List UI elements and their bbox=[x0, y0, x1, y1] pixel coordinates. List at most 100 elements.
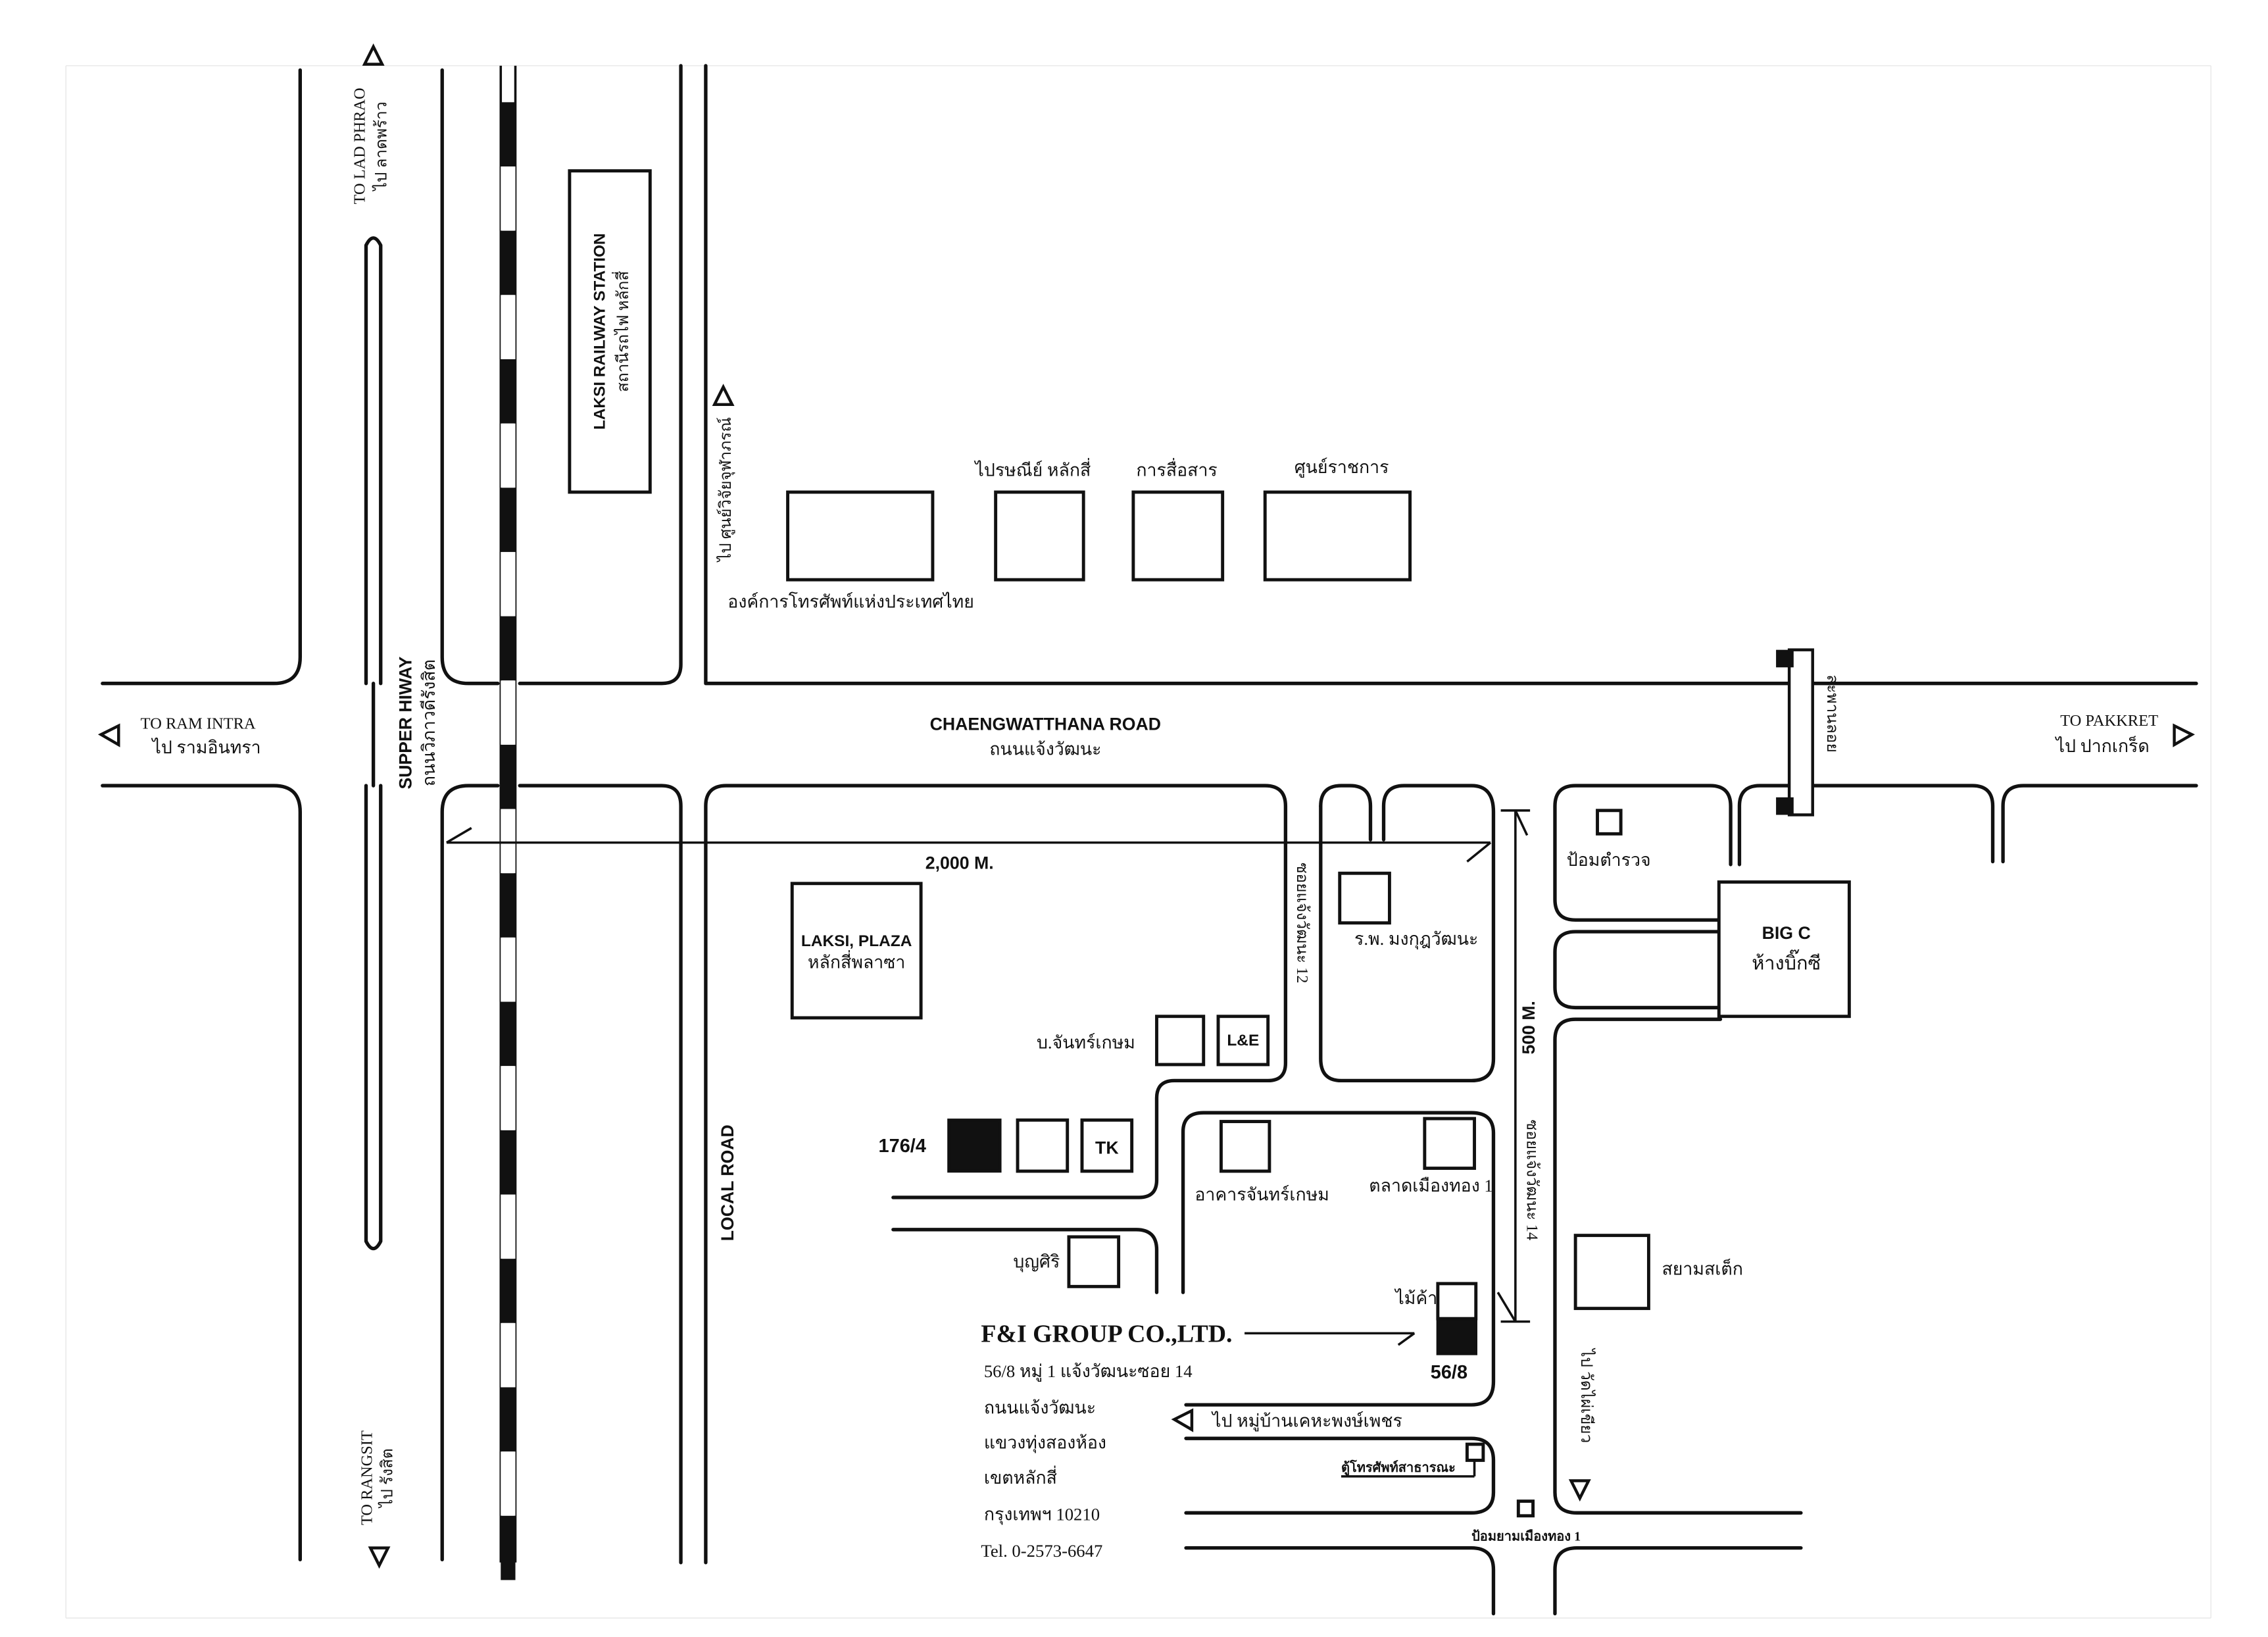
local-road bbox=[518, 64, 2198, 1616]
distance-horizontal-label: 2,000 M. bbox=[925, 853, 994, 873]
chankasem-co-building bbox=[1155, 1015, 1206, 1067]
railway-station-label-en: LAKSI RAILWAY STATION bbox=[591, 233, 608, 430]
company-info: F&I GROUP CO.,LTD. 56/8 หมู่ 1 แจ้งวัฒนะ… bbox=[981, 1321, 1232, 1561]
main-road-label-en: CHAENGWATTHANA ROAD bbox=[930, 715, 1161, 734]
local-road-label: LOCAL ROAD bbox=[718, 1124, 737, 1241]
communications-label: การสื่อสาร bbox=[1136, 458, 1217, 480]
rail-segment bbox=[501, 873, 516, 938]
wat-phai-khiao-label: ไป วัดไผ่เขียว bbox=[1577, 1347, 1596, 1443]
arrow-up-lad-phrao-icon bbox=[362, 43, 385, 66]
big-c-label-en: BIG C bbox=[1762, 923, 1811, 943]
rail-segment bbox=[501, 551, 516, 617]
chankasem-bldg bbox=[1219, 1120, 1271, 1173]
company-address-line3: แขวงทุ่งสองห้อง bbox=[984, 1433, 1106, 1453]
rail-segment bbox=[501, 1001, 516, 1067]
rail-segment bbox=[501, 1451, 516, 1516]
rail-segment bbox=[501, 1515, 516, 1580]
addr-176-4-building bbox=[947, 1119, 1002, 1173]
arrow-right-pakkret-icon bbox=[2173, 723, 2195, 747]
arrow-left-ram-intra-icon bbox=[97, 723, 120, 747]
police-box-label: ป้อมตำรวจ bbox=[1567, 850, 1651, 870]
ram-intra-label-th: ไป รามอินทรา bbox=[151, 738, 260, 757]
public-phone-label: ตู้โทรศัพท์สาธารณะ bbox=[1341, 1459, 1456, 1476]
rail-segment bbox=[501, 166, 516, 231]
rail-segment bbox=[501, 937, 516, 1002]
lad-phrao-label-en: TO LAD PHRAO bbox=[351, 88, 368, 204]
highway-label-th: ถนนวิภาวดีรังสิต bbox=[419, 659, 439, 786]
muang-thong-market-label: ตลาดเมืองทอง 1 bbox=[1369, 1176, 1493, 1196]
timber-label: ไม้ค้า bbox=[1394, 1288, 1437, 1308]
rail-segment bbox=[501, 1194, 516, 1259]
rail-segment bbox=[501, 1259, 516, 1323]
fi-group-building bbox=[1436, 1317, 1477, 1355]
rail-segment bbox=[501, 809, 516, 874]
le-building bbox=[1216, 1015, 1270, 1067]
company-address-line1: 56/8 หมู่ 1 แจ้งวัฒนะซอย 14 bbox=[984, 1361, 1193, 1382]
big-c-label-th: ห้างบิ๊กซี bbox=[1752, 949, 1821, 974]
company-address-line2: ถนนแจ้งวัฒนะ bbox=[984, 1398, 1096, 1417]
boonsiri-building bbox=[1067, 1235, 1121, 1288]
tk-building bbox=[1080, 1118, 1134, 1173]
arrow-down-rangsit-icon bbox=[368, 1546, 391, 1569]
arrow-left-kheha-icon bbox=[1171, 1408, 1194, 1432]
le-label: L&E bbox=[1227, 1032, 1259, 1049]
railway-station-label-th: สถานีรถไฟ หลักสี่ bbox=[612, 271, 632, 392]
rail-segment bbox=[501, 423, 516, 488]
main-road-label-th: ถนนแจ้งวัฒนะ bbox=[989, 739, 1101, 759]
siam-steak-building bbox=[1573, 1234, 1650, 1311]
tk-label: TK bbox=[1095, 1138, 1119, 1157]
guard-post bbox=[1516, 1499, 1535, 1518]
background-grid bbox=[65, 65, 2211, 1619]
big-c-building bbox=[1717, 880, 1851, 1019]
rail-segment bbox=[501, 1387, 516, 1452]
rail-segment bbox=[501, 1130, 516, 1195]
post-office-building bbox=[994, 490, 1085, 582]
govt-center-label: ศูนย์ราชการ bbox=[1294, 457, 1389, 478]
railway-station-building bbox=[568, 169, 652, 494]
neighbor-building bbox=[1016, 1118, 1070, 1173]
rail-segment bbox=[501, 102, 516, 167]
chankasem-co-label: บ.จันทร์เกษม bbox=[1037, 1033, 1135, 1053]
hospital-building bbox=[1338, 871, 1391, 925]
public-phone-icon bbox=[1341, 1442, 1485, 1478]
rangsit-label-th: ไป รังสิต bbox=[378, 1448, 397, 1509]
boonsiri-label: บุญศิริ bbox=[1013, 1252, 1060, 1272]
rail-segment bbox=[501, 295, 516, 359]
rail-segment bbox=[501, 680, 516, 745]
addr-176-4-label: 176/4 bbox=[879, 1136, 926, 1157]
govt-center-building bbox=[1263, 490, 1412, 582]
company-name: F&I GROUP CO.,LTD. bbox=[981, 1321, 1232, 1348]
company-address-line5: กรุงเทพฯ 10210 bbox=[984, 1504, 1100, 1524]
soi12-label: ซอยแจ้งวัฒนะ 12 bbox=[1293, 863, 1311, 983]
laksi-plaza-building bbox=[790, 882, 923, 1020]
railway-track bbox=[499, 65, 517, 1580]
rail-segment bbox=[501, 1322, 516, 1388]
highway-roads bbox=[101, 68, 500, 1562]
highway-label-en: SUPPER HIWAY bbox=[395, 657, 415, 790]
research-center-label: ไป ศูนย์วิจัยจุฬาภรณ์ bbox=[716, 417, 735, 563]
arrow-up-research-center-icon bbox=[712, 384, 735, 407]
pakkret-label-th: ไป ปากเกร็ด bbox=[2055, 735, 2150, 756]
addr-56-8-label: 56/8 bbox=[1431, 1362, 1467, 1383]
rail-segment bbox=[501, 359, 516, 424]
rail-segment bbox=[501, 744, 516, 809]
soi14-label: ซอยแจ้งวัฒนะ 14 bbox=[1523, 1120, 1541, 1240]
kheha-village-label: ไป หมู่บ้านเคหะพงษ์เพชร bbox=[1211, 1411, 1402, 1431]
distance-markers bbox=[446, 809, 1531, 1323]
company-pointer-arrow bbox=[1245, 1332, 1416, 1346]
tot-label: องค์การโทรศัพท์แห่งประเทศไทย bbox=[727, 592, 974, 611]
rail-segment bbox=[501, 488, 516, 552]
tot-building bbox=[786, 490, 935, 582]
laksi-plaza-label-en: LAKSI, PLAZA bbox=[801, 932, 912, 950]
company-phone: Tel. 0-2573-6647 bbox=[981, 1541, 1102, 1561]
rail-segment bbox=[501, 616, 516, 681]
fi-group-building-top bbox=[1436, 1282, 1478, 1321]
arrow-down-wat-phai-khiao-icon bbox=[1568, 1479, 1591, 1502]
footbridge-label: สะพานลอย bbox=[1823, 674, 1841, 752]
rangsit-label-en: TO RANGSIT bbox=[358, 1430, 376, 1525]
laksi-plaza-label-th: หลักสี่พลาซา bbox=[808, 950, 905, 972]
footbridge bbox=[1776, 648, 1814, 817]
rail-segment bbox=[501, 1066, 516, 1130]
post-office-label: ไปรษณีย์ หลักสี่ bbox=[974, 458, 1091, 480]
distance-vertical-label: 500 M. bbox=[1519, 1001, 1539, 1054]
